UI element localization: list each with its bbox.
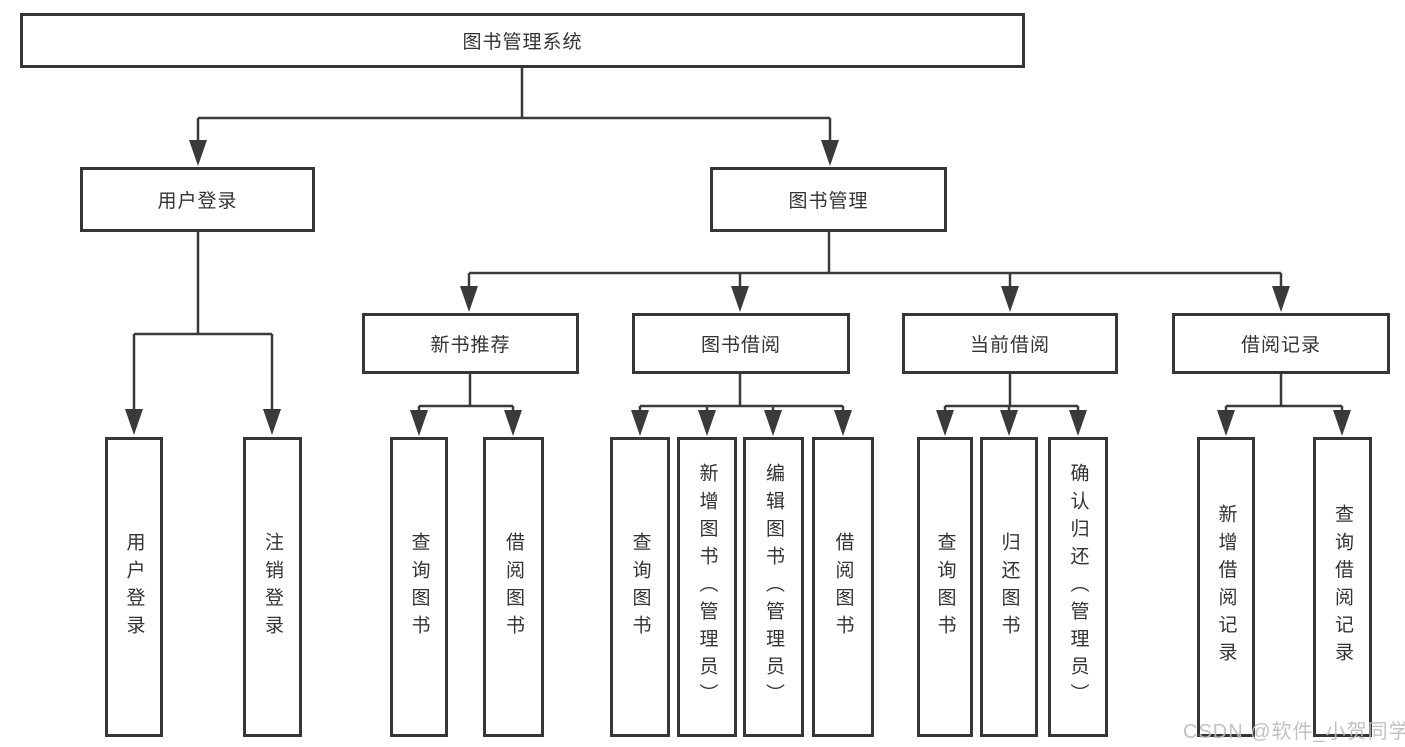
node-user-login-label: 用户登录 xyxy=(157,191,238,212)
leaf-add-books-admin: 新增图书（管理员） xyxy=(677,437,737,737)
leaf-confirm-return-admin-label: 确认归还（管理员） xyxy=(1067,463,1089,711)
leaf-logout-login-label: 注销登录 xyxy=(262,531,283,643)
node-current-borrow-label: 当前借阅 xyxy=(969,335,1050,356)
node-user-login: 用户登录 xyxy=(80,167,315,232)
leaf-user-login: 用户登录 xyxy=(105,437,163,737)
node-root-label: 图书管理系统 xyxy=(462,32,583,53)
leaf-query-books-recommend: 查询图书 xyxy=(390,437,448,737)
leaf-add-borrow-record-label: 新增借阅记录 xyxy=(1215,504,1237,670)
leaf-return-books: 归还图书 xyxy=(980,437,1038,737)
leaf-query-books-current-label: 查询图书 xyxy=(934,531,956,643)
node-book-borrow: 图书借阅 xyxy=(632,313,850,374)
leaf-query-books-borrow: 查询图书 xyxy=(610,437,670,737)
leaf-add-borrow-record: 新增借阅记录 xyxy=(1197,437,1255,737)
node-new-book-recommend-label: 新书推荐 xyxy=(430,335,511,356)
node-new-book-recommend: 新书推荐 xyxy=(362,313,579,374)
node-book-borrow-label: 图书借阅 xyxy=(700,335,781,356)
node-borrow-records-label: 借阅记录 xyxy=(1240,335,1321,356)
node-current-borrow: 当前借阅 xyxy=(902,313,1118,374)
node-root-system: 图书管理系统 xyxy=(20,13,1025,68)
leaf-user-login-label: 用户登录 xyxy=(123,531,145,643)
leaf-edit-books-admin-label: 编辑图书（管理员） xyxy=(763,463,784,711)
leaf-query-borrow-record: 查询借阅记录 xyxy=(1313,437,1372,737)
leaf-add-books-admin-label: 新增图书（管理员） xyxy=(696,463,718,711)
leaf-query-borrow-record-label: 查询借阅记录 xyxy=(1332,504,1353,670)
csdn-watermark: CSDN @软件_小贺同学 xyxy=(1183,721,1405,743)
leaf-query-books-recommend-label: 查询图书 xyxy=(408,531,430,643)
leaf-query-books-borrow-label: 查询图书 xyxy=(629,531,651,643)
node-borrow-records: 借阅记录 xyxy=(1172,313,1390,374)
leaf-borrow-books-recommend-label: 借阅图书 xyxy=(503,531,524,643)
leaf-logout-login: 注销登录 xyxy=(243,437,302,737)
node-book-management-label: 图书管理 xyxy=(788,191,869,212)
leaf-query-books-current: 查询图书 xyxy=(917,437,973,737)
leaf-return-books-label: 归还图书 xyxy=(998,531,1020,643)
node-book-management: 图书管理 xyxy=(710,167,947,232)
leaf-borrow-books-recommend: 借阅图书 xyxy=(483,437,544,737)
leaf-confirm-return-admin: 确认归还（管理员） xyxy=(1048,437,1108,737)
leaf-edit-books-admin: 编辑图书（管理员） xyxy=(743,437,804,737)
leaf-borrow-books-borrow: 借阅图书 xyxy=(812,437,874,737)
leaf-borrow-books-borrow-label: 借阅图书 xyxy=(832,531,854,643)
